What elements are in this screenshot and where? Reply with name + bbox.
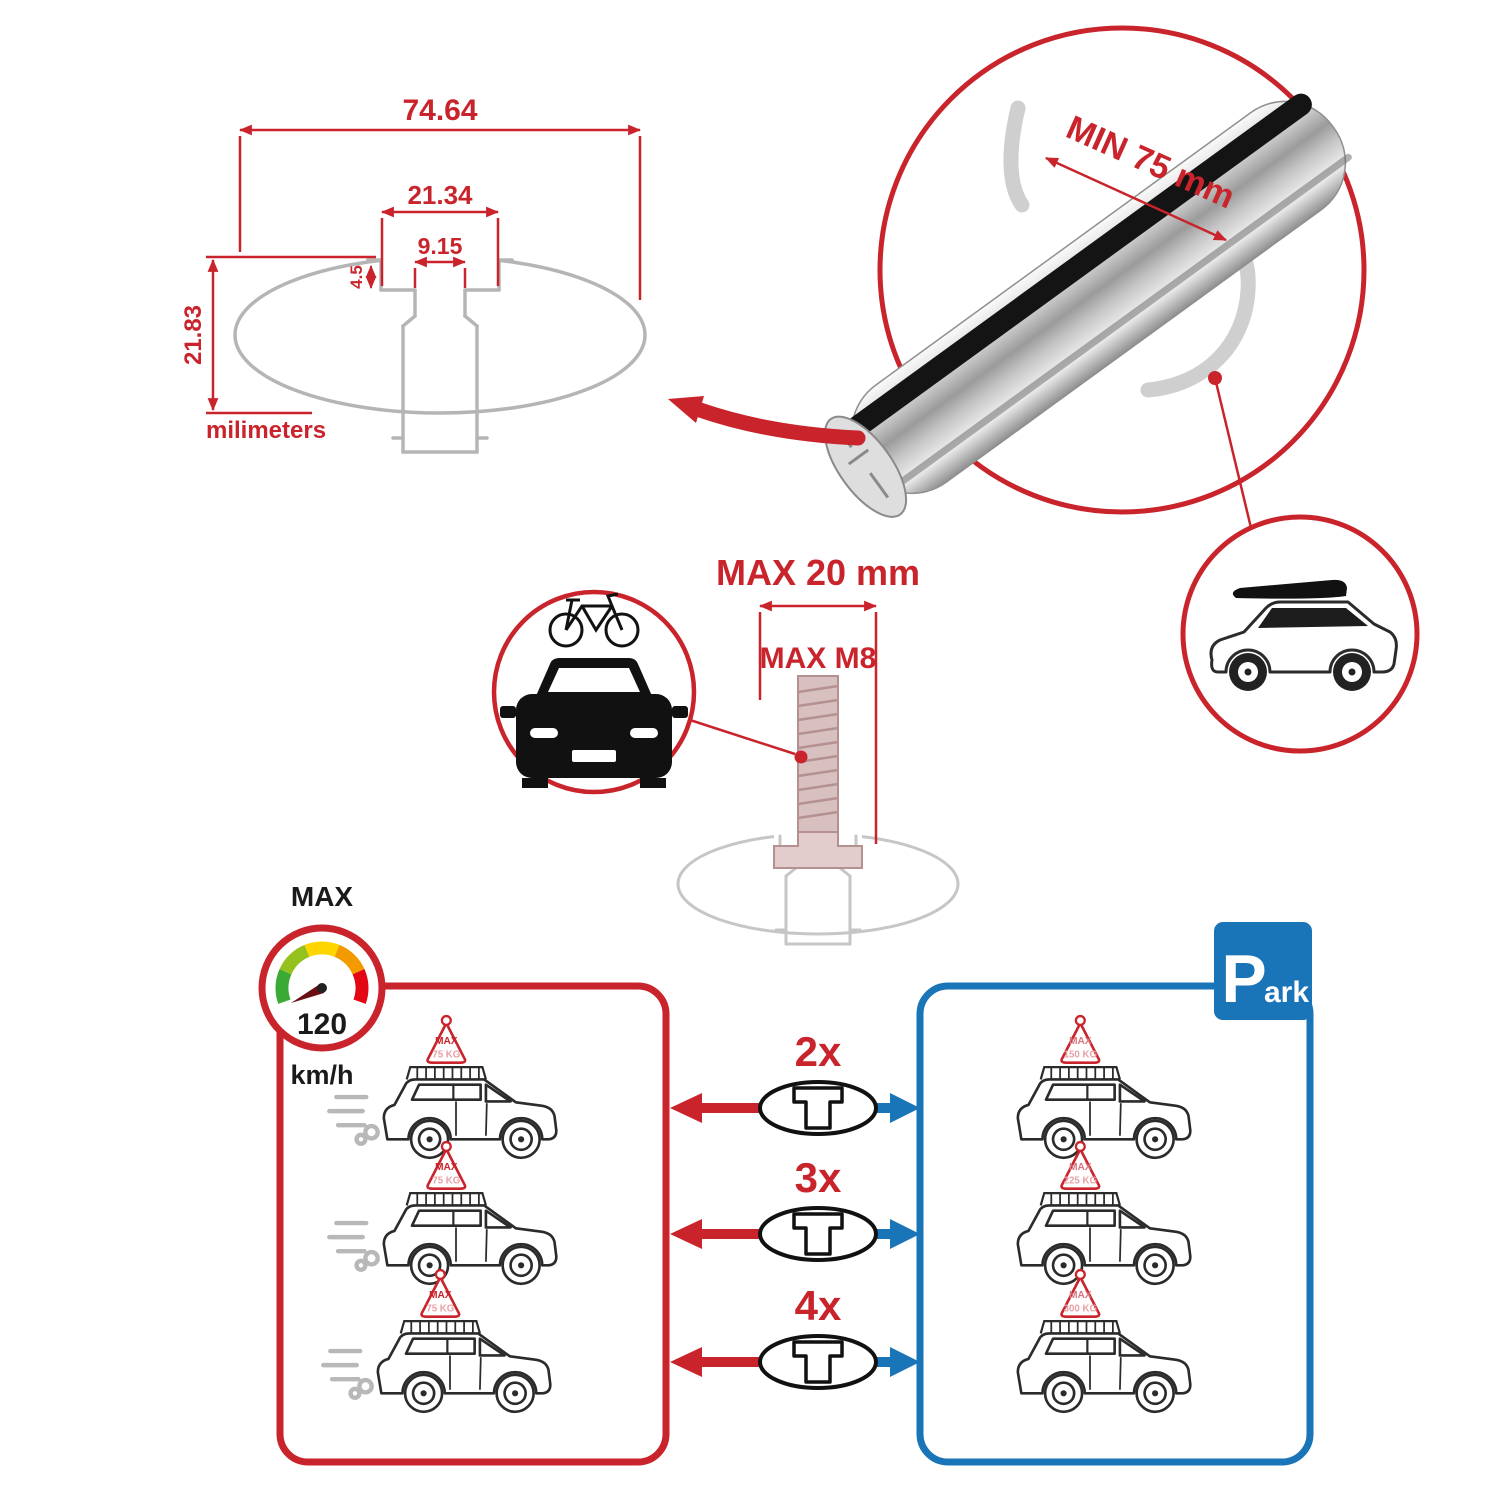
bolt-callout-line <box>689 718 796 756</box>
slot-inner-label: 9.15 <box>418 233 463 259</box>
slot-outer-label: 21.34 <box>407 180 473 210</box>
speed-limit-gauge: MAX 120 km/h <box>258 881 386 1090</box>
parked-car-row-1: MAX 150 KG <box>1016 1014 1192 1160</box>
load-label: MAX <box>1069 1290 1092 1301</box>
load-value: 75 KG <box>426 1303 454 1314</box>
min-span-arrow <box>1045 156 1227 242</box>
parking-sign-initial: P <box>1221 941 1266 1017</box>
load-value: 300 KG <box>1064 1303 1097 1314</box>
lip-depth-label: 4.5 <box>347 265 366 289</box>
t-bolt-head <box>773 831 863 869</box>
load-value: 225 KG <box>1064 1175 1097 1186</box>
windshield <box>548 668 640 692</box>
parking-sign: P ark <box>1214 922 1312 1020</box>
t-bolt-illustration <box>773 675 863 869</box>
load-value: 150 KG <box>1064 1049 1097 1060</box>
driving-car-row-3: MAX 75 KG <box>321 1268 552 1414</box>
load-label: MAX <box>429 1290 452 1301</box>
overall-width-label: 74.64 <box>402 94 477 127</box>
bolt-detail-diagram: MAX 20 mm MAX M8 <box>676 552 960 946</box>
suv-roofbox-circle <box>1180 377 1420 754</box>
load-label: MAX <box>1069 1036 1092 1047</box>
suv-illustration <box>1209 579 1398 691</box>
crossbar-detail-circle: MIN 75 mm <box>823 25 1367 518</box>
gauge-arc <box>275 941 369 1004</box>
speed-value: 120 <box>297 1008 347 1041</box>
driving-car-row-2: MAX 75 KG <box>327 1140 558 1286</box>
clamp-left-arm <box>1003 100 1030 213</box>
driving-panel: MAX 75 KG MAX 75 KG MAX 75 KG <box>276 982 670 1466</box>
bar-count-label-3: 4x <box>795 1282 842 1329</box>
overall-height-label: 21.83 <box>180 305 207 365</box>
max-thread-label: MAX M8 <box>760 642 877 675</box>
car-front-bike-illustration <box>500 592 688 788</box>
roof-box <box>1232 579 1347 599</box>
bar-count-label-1: 2x <box>795 1028 842 1075</box>
load-value: 75 KG <box>432 1049 460 1060</box>
bar-count-rows: 2x 3x 4x <box>670 1028 920 1390</box>
parking-sign-rest: ark <box>1264 976 1309 1009</box>
load-label: MAX <box>435 1162 458 1173</box>
load-value: 75 KG <box>432 1175 460 1186</box>
max-depth-label: MAX 20 mm <box>716 552 920 593</box>
cross-section-diagram: 74.64 21.34 9.15 4.5 21.83 milimeters <box>180 94 647 454</box>
load-label: MAX <box>435 1036 458 1047</box>
car-bike-circle <box>491 589 697 795</box>
driving-car-row-1: MAX 75 KG <box>327 1014 558 1160</box>
headlight-right <box>630 728 658 738</box>
parked-car-row-2: MAX 225 KG <box>1016 1140 1192 1286</box>
gauge-needle <box>291 984 324 1003</box>
callout-arrow <box>668 396 866 446</box>
units-label: milimeters <box>206 417 326 444</box>
speed-units: km/h <box>290 1060 353 1090</box>
speed-max-label: MAX <box>291 881 354 912</box>
load-label: MAX <box>1069 1162 1092 1173</box>
bolt-callout-dot <box>794 750 808 764</box>
bike-icon <box>548 592 640 648</box>
parked-panel: MAX 150 KG MAX 225 KG MAX 300 KG P ark <box>916 922 1314 1466</box>
circle-connector-line <box>1213 377 1254 533</box>
headlight-left <box>530 728 558 738</box>
bar-count-label-2: 3x <box>795 1154 842 1201</box>
parked-car-row-3: MAX 300 KG <box>1016 1268 1192 1414</box>
